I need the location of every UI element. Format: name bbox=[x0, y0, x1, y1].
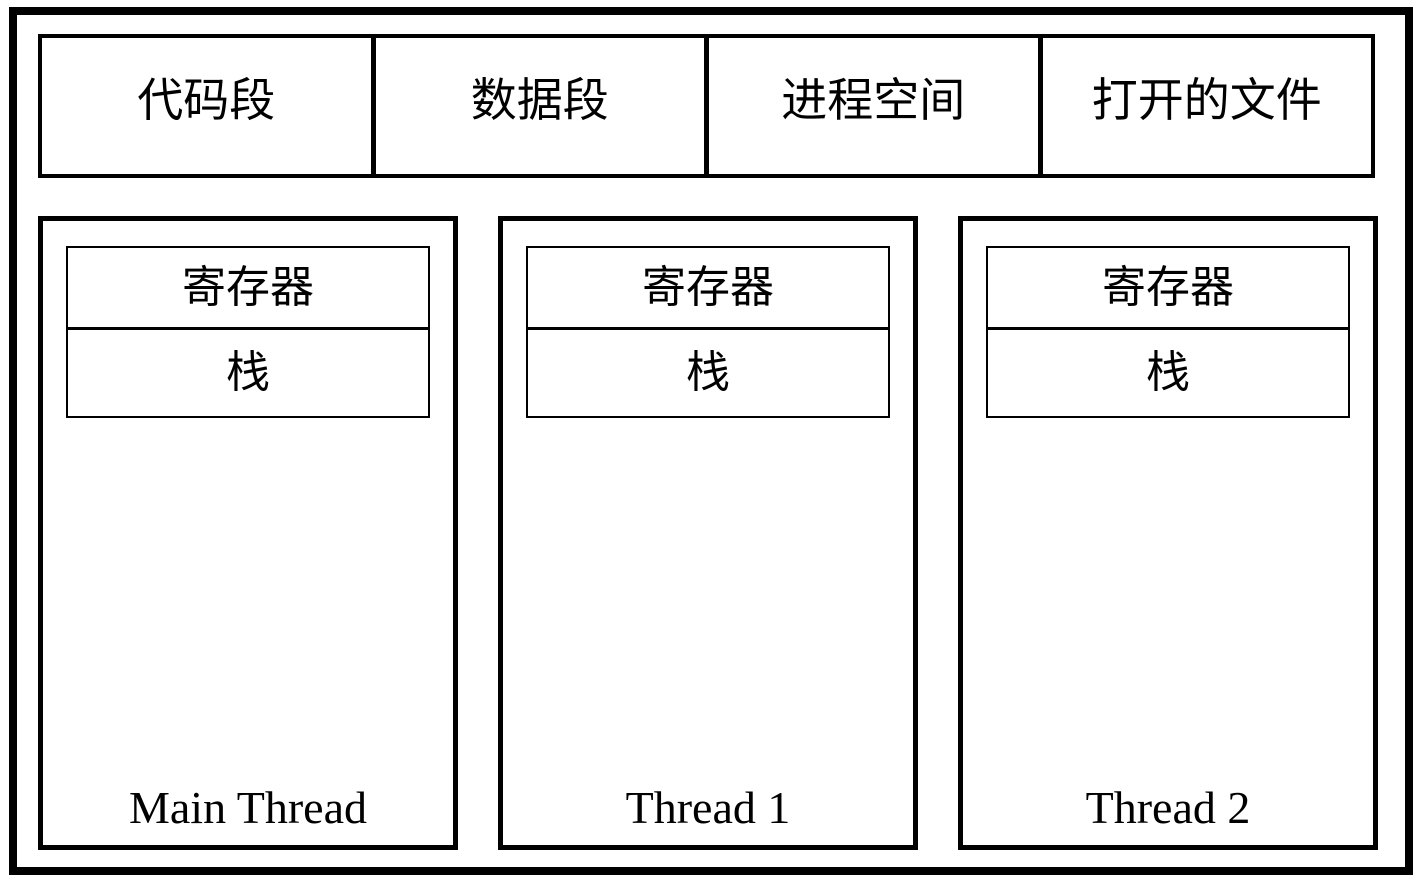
threads-row: 寄存器 栈 Main Thread 寄存器 栈 Threa bbox=[38, 216, 1378, 850]
registers-cell: 寄存器 bbox=[68, 248, 428, 330]
process-resources-row: 代码段 数据段 进程空间 打开的文件 bbox=[38, 34, 1375, 178]
open-files-cell: 打开的文件 bbox=[1037, 38, 1372, 174]
thread-name-2: Thread 2 bbox=[1085, 782, 1251, 833]
data-segment-cell: 数据段 bbox=[370, 38, 705, 174]
process-frame: 代码段 数据段 进程空间 打开的文件 寄存器 栈 bbox=[9, 7, 1413, 875]
stack-cell: 栈 bbox=[528, 330, 888, 416]
registers-cell: 寄存器 bbox=[988, 248, 1348, 330]
code-segment-label: 代码段 bbox=[137, 75, 276, 126]
thread-context-1: 寄存器 栈 bbox=[526, 246, 890, 418]
code-segment-cell: 代码段 bbox=[42, 38, 371, 174]
open-files-label: 打开的文件 bbox=[1091, 75, 1322, 126]
registers-label: 寄存器 bbox=[642, 262, 774, 312]
stack-cell: 栈 bbox=[988, 330, 1348, 416]
thread-name-1: Thread 1 bbox=[625, 782, 791, 833]
thread-context-2: 寄存器 栈 bbox=[986, 246, 1350, 418]
stack-cell: 栈 bbox=[68, 330, 428, 416]
registers-label: 寄存器 bbox=[182, 262, 314, 312]
process-space-cell: 进程空间 bbox=[704, 38, 1038, 174]
thread-box-1: 寄存器 栈 Thread 1 bbox=[498, 216, 918, 850]
stack-label: 栈 bbox=[686, 348, 730, 397]
thread-box-main: 寄存器 栈 Main Thread bbox=[38, 216, 458, 850]
thread-box-2: 寄存器 栈 Thread 2 bbox=[958, 216, 1378, 850]
thread-context-main: 寄存器 栈 bbox=[66, 246, 430, 418]
registers-label: 寄存器 bbox=[1102, 262, 1234, 312]
registers-cell: 寄存器 bbox=[528, 248, 888, 330]
process-space-label: 进程空间 bbox=[781, 75, 966, 126]
stack-label: 栈 bbox=[1146, 348, 1190, 397]
thread-name-main: Main Thread bbox=[128, 782, 368, 833]
data-segment-label: 数据段 bbox=[470, 75, 609, 126]
stack-label: 栈 bbox=[226, 348, 270, 397]
